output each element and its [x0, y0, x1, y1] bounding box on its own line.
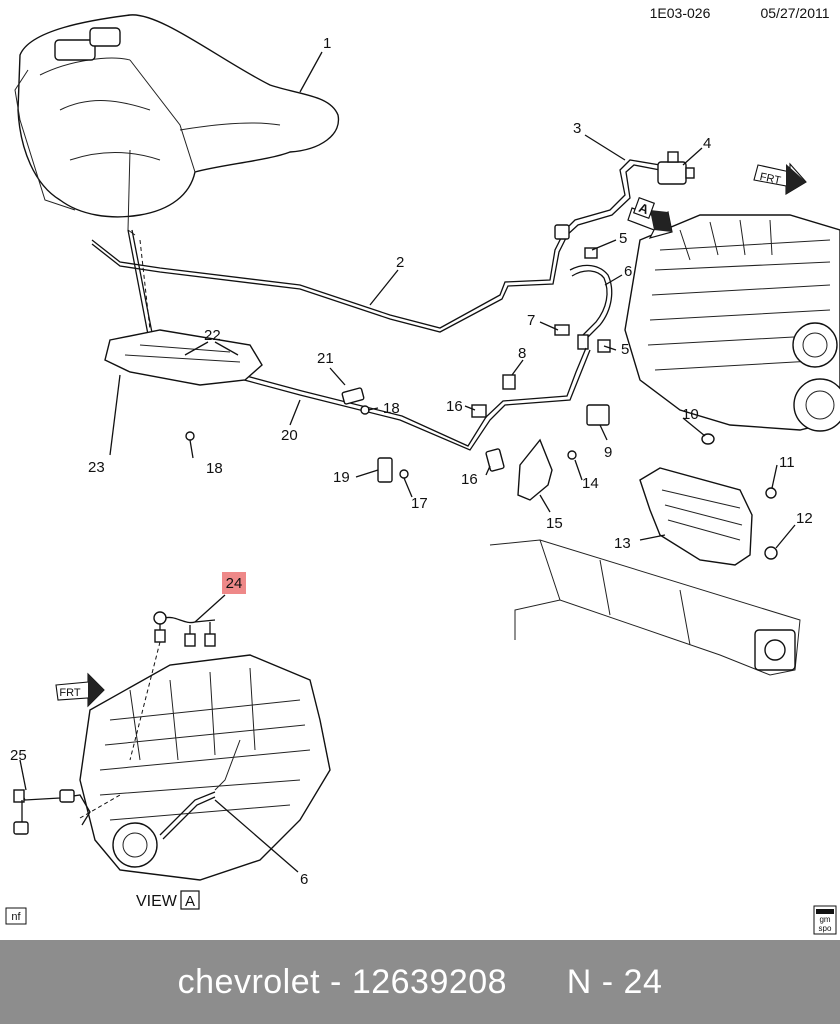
callout-20: 20: [281, 427, 298, 444]
gm-spo-logo: gm spo: [813, 905, 837, 935]
clip-19: [377, 457, 393, 483]
callout-15: 15: [546, 515, 563, 532]
callout-5b: 5: [621, 341, 629, 358]
fuel-tank: [14, 14, 340, 236]
leader-lines: [19, 51, 796, 873]
clip-7: [554, 324, 570, 336]
footer-ref: N - 24: [566, 962, 663, 1001]
frame-rail: [489, 539, 801, 676]
bolt-17: [399, 469, 409, 479]
callout-1: 1: [323, 35, 331, 52]
purge-valve: [657, 151, 695, 185]
corner-nf-mark: nf: [5, 907, 27, 925]
vapor-hose-lower: [159, 791, 216, 836]
callout-2: 2: [396, 254, 404, 271]
callout-17: 17: [411, 495, 428, 512]
callout-labels: 1 2 3 4 5 5 6 6 7 8 9 10 11 12 13 14 15 …: [10, 35, 813, 888]
view-a-label: VIEW A: [136, 890, 200, 910]
footer-part-number: 12639208: [351, 962, 508, 1001]
callout-25: 25: [10, 747, 27, 764]
diagram-code: 1E03-026: [650, 5, 711, 21]
wire-harness-25: [13, 789, 121, 835]
callout-6a: 6: [624, 263, 632, 280]
diagram-date: 05/27/2011: [760, 5, 829, 21]
view-a-arrow: A: [627, 196, 673, 239]
view-label-text: VIEW: [136, 893, 178, 910]
engine-upper: [624, 214, 840, 432]
bolt-18b: [185, 431, 195, 441]
callout-23: 23: [88, 459, 105, 476]
washer-11: [765, 487, 777, 499]
view-label-box: A: [185, 893, 195, 910]
logo-top-text: gm: [819, 915, 830, 924]
clip-8: [502, 374, 516, 390]
callout-7: 7: [527, 312, 535, 329]
clip-16b: [485, 448, 505, 472]
callout-21: 21: [317, 350, 334, 367]
callout-3: 3: [573, 120, 581, 137]
shield-13: [639, 467, 753, 566]
callout-14: 14: [582, 475, 599, 492]
heat-shield-23: [104, 329, 263, 386]
callout-5a: 5: [619, 230, 627, 247]
callout-16a: 16: [446, 398, 463, 415]
clip-21: [341, 387, 365, 405]
bracket-9: [586, 404, 610, 426]
bolt-18a: [360, 405, 370, 415]
callout-24-highlight: [222, 572, 246, 594]
parts-diagram: 1E03-026 05/27/2011: [5, 5, 840, 935]
washer-12: [764, 546, 778, 560]
frt-label-lower: FRT: [59, 687, 80, 699]
clip-16a: [471, 404, 487, 418]
callout-24: 24: [226, 575, 243, 592]
callout-18a: 18: [383, 400, 400, 417]
clip-5a: [584, 247, 598, 259]
callout-13: 13: [614, 535, 631, 552]
wire-harness-24: [129, 611, 216, 761]
footer-brand: chevrolet: [177, 962, 321, 1001]
callout-9: 9: [604, 444, 612, 461]
callout-8: 8: [518, 345, 526, 362]
frt-label-upper: FRT: [759, 171, 782, 187]
logo-bottom-text: spo: [819, 924, 832, 933]
engine-lower: [79, 654, 331, 881]
callout-18b: 18: [206, 460, 223, 477]
callout-12: 12: [796, 510, 813, 527]
bolt-14: [567, 450, 577, 460]
callout-22: 22: [204, 327, 221, 344]
callout-19: 19: [333, 469, 350, 486]
evap-line: [564, 159, 661, 231]
line-connector: [554, 224, 570, 240]
callout-10: 10: [682, 406, 699, 423]
footer-sep: -: [320, 962, 352, 1001]
vapor-hose: [569, 264, 613, 341]
footer-gap: [507, 963, 567, 1002]
washer-10: [701, 433, 715, 445]
footer-bar: chevrolet - 12639208 N - 24: [0, 940, 840, 1024]
frt-arrow-upper: FRT: [753, 162, 807, 195]
frt-arrow-lower: FRT: [55, 672, 105, 708]
corner-nf-text: nf: [11, 911, 21, 923]
callout-16b: 16: [461, 471, 478, 488]
callout-11: 11: [779, 454, 795, 471]
bracket-15: [517, 438, 553, 501]
callout-6b: 6: [300, 871, 308, 888]
callout-4: 4: [703, 135, 711, 152]
fuel-feed-line: [91, 229, 570, 333]
